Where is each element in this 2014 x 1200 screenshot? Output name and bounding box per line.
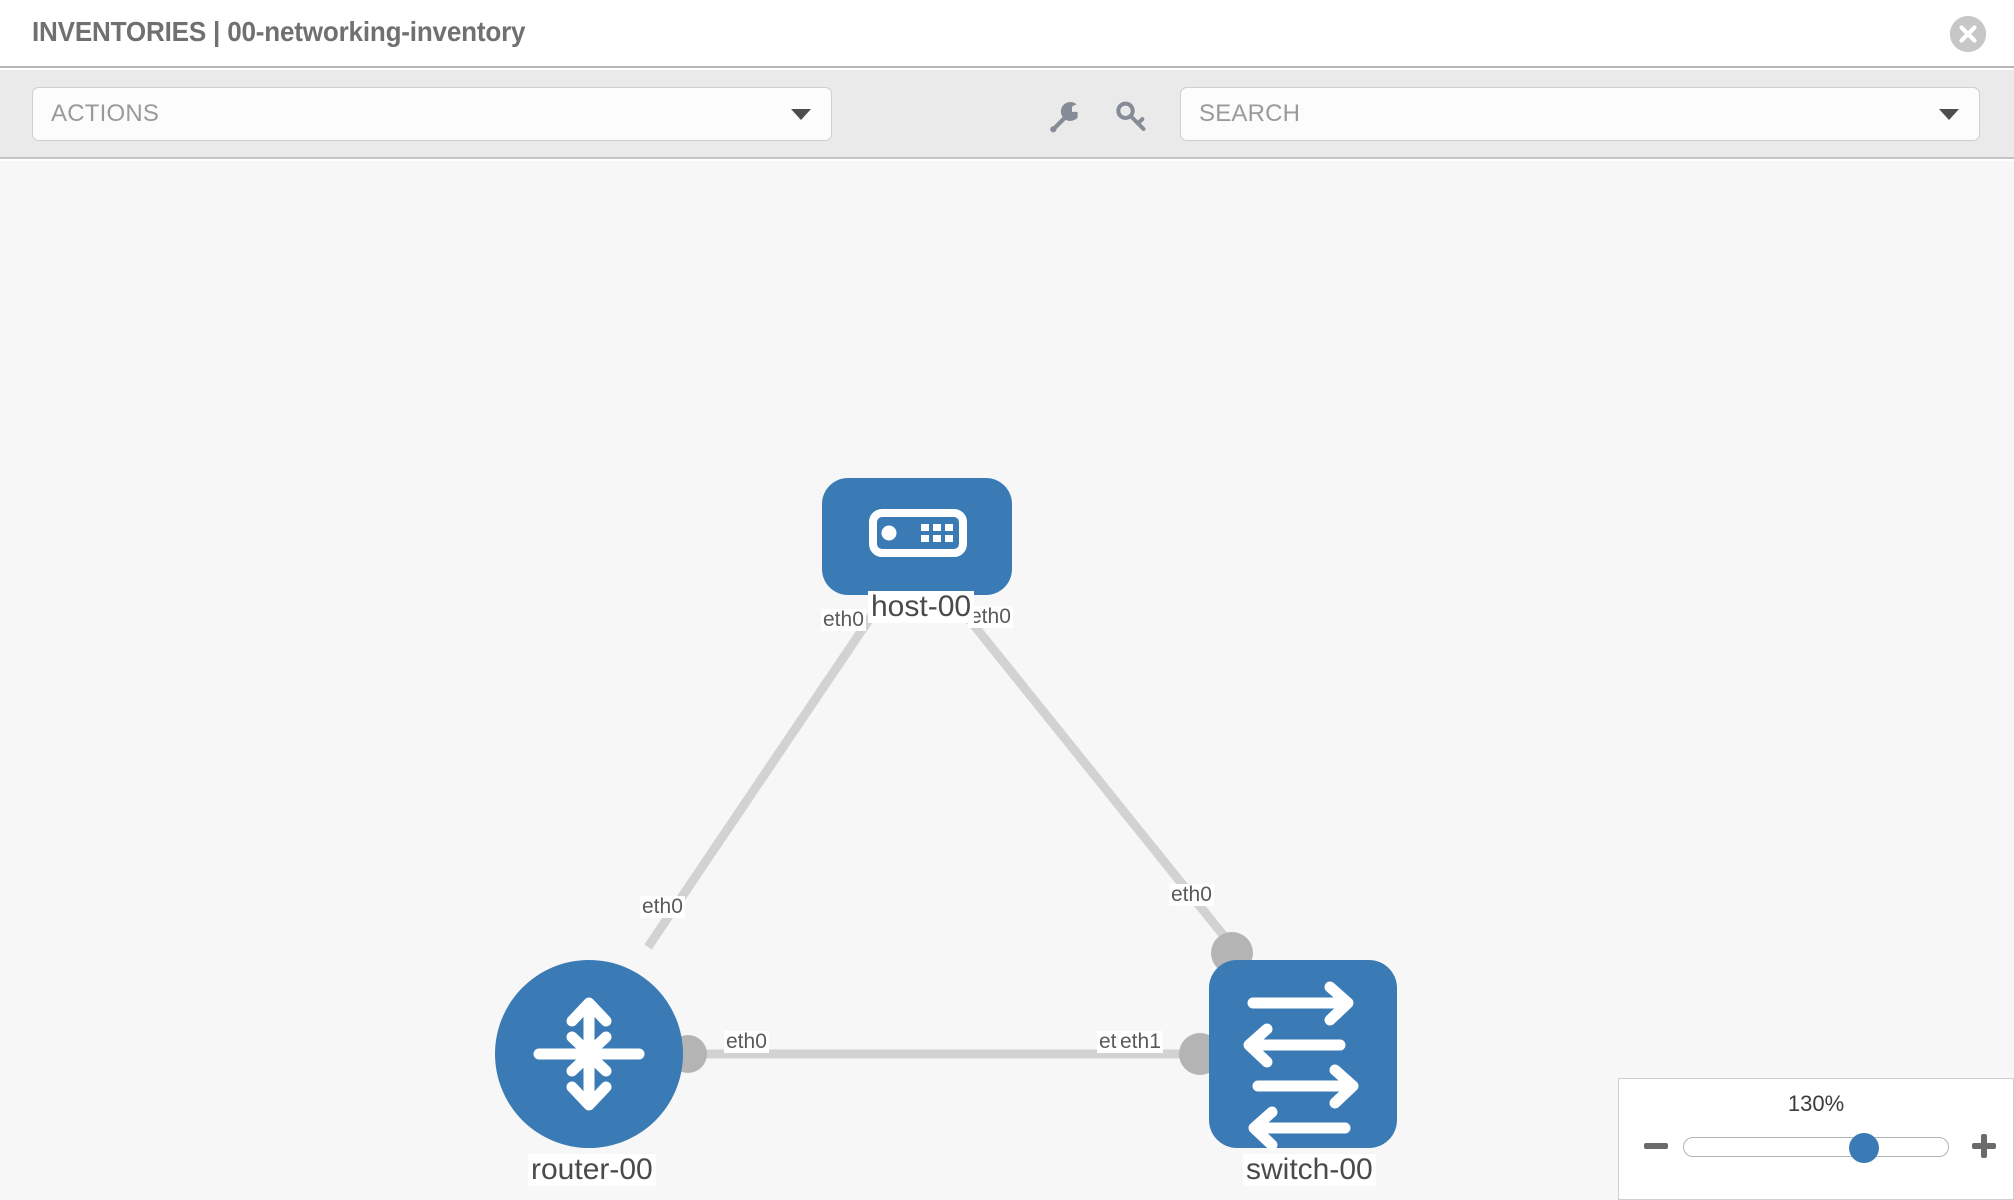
toolbar: ACTIONS SEARCH [0, 70, 2014, 159]
chevron-down-icon [791, 109, 811, 120]
actions-dropdown-label: ACTIONS [51, 100, 160, 127]
edge-label: eth0 [821, 608, 866, 632]
actions-dropdown[interactable]: ACTIONS [32, 87, 832, 141]
node-switch-00[interactable] [1209, 960, 1397, 1151]
switch-arrows-icon [1243, 981, 1359, 1151]
search-dropdown[interactable]: SEARCH [1180, 87, 1980, 141]
server-icon [869, 509, 967, 557]
close-icon[interactable] [1950, 16, 1986, 52]
key-icon[interactable] [1112, 98, 1150, 136]
chevron-down-icon [1939, 109, 1959, 120]
edge-label: eth0 [968, 605, 1013, 629]
edge-label: eth0 [640, 895, 685, 919]
page-header: INVENTORIES | 00-networking-inventory [0, 0, 2014, 68]
edge-host-router[interactable] [644, 590, 891, 950]
minus-icon[interactable] [1641, 1131, 1671, 1161]
search-input[interactable]: SEARCH [1199, 100, 1301, 127]
page-title: INVENTORIES | 00-networking-inventory [32, 16, 526, 47]
router-arrows-icon [533, 997, 645, 1111]
plus-icon[interactable] [1969, 1131, 1999, 1161]
zoom-slider-thumb[interactable] [1848, 1133, 1879, 1163]
wrench-icon[interactable] [1046, 98, 1084, 136]
zoom-slider-row [1619, 1131, 2013, 1163]
node-host-00[interactable] [822, 478, 1012, 595]
node-label-router-00: router-00 [528, 1154, 656, 1186]
zoom-level-value: 130% [1787, 1091, 1845, 1116]
zoom-slider-track[interactable] [1683, 1133, 1949, 1163]
edge-label: eth0 [1169, 883, 1214, 907]
topology-canvas[interactable]: eth0 eth0 eth0 eth0 eth0 eth0 eth1 host-… [0, 161, 2014, 1200]
edge-label: eth1 [1118, 1030, 1163, 1054]
edge-label: eth0 [724, 1030, 769, 1054]
connector-stubs [669, 570, 1253, 1075]
node-router-00[interactable] [495, 960, 683, 1148]
node-label-host-00: host-00 [868, 591, 975, 623]
zoom-control-panel: 130% [1618, 1078, 2014, 1200]
node-label-switch-00: switch-00 [1243, 1154, 1376, 1186]
topology-graph [495, 478, 1397, 1151]
